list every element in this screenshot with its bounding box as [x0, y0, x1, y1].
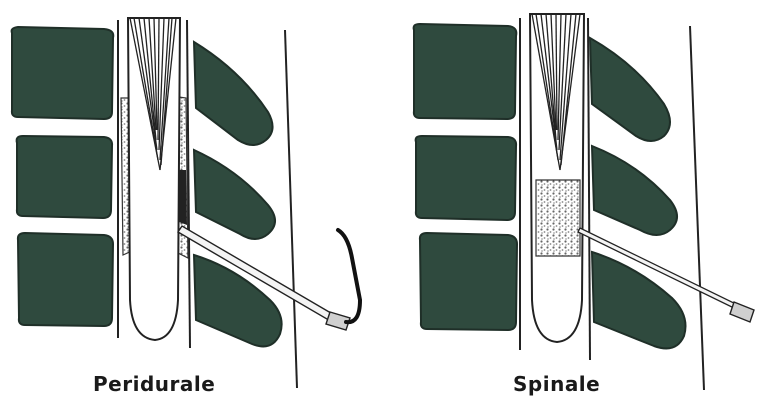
vertebral-body-upper	[414, 24, 517, 119]
dural-sac	[128, 18, 180, 340]
subarachnoid-injectate	[536, 180, 580, 256]
vertebral-body-lower	[420, 233, 517, 330]
spinous-process-lower	[194, 255, 282, 346]
peridurale-label: Peridurale	[93, 372, 215, 396]
spinous-process-lower	[592, 252, 686, 348]
spinal-panel	[414, 14, 754, 390]
epidural-catheter	[338, 230, 360, 322]
vertebral-body-lower	[18, 233, 113, 326]
spinous-process-upper	[194, 42, 273, 145]
spinous-process-upper	[590, 38, 670, 141]
spinale-label: Spinale	[513, 372, 600, 396]
vertebral-body-middle	[17, 136, 113, 218]
spinous-process-middle	[194, 150, 275, 239]
peridural-panel	[12, 18, 360, 388]
vertebral-body-upper	[12, 27, 114, 119]
vertebral-body-middle	[416, 136, 516, 220]
spinous-process-middle	[592, 146, 677, 235]
